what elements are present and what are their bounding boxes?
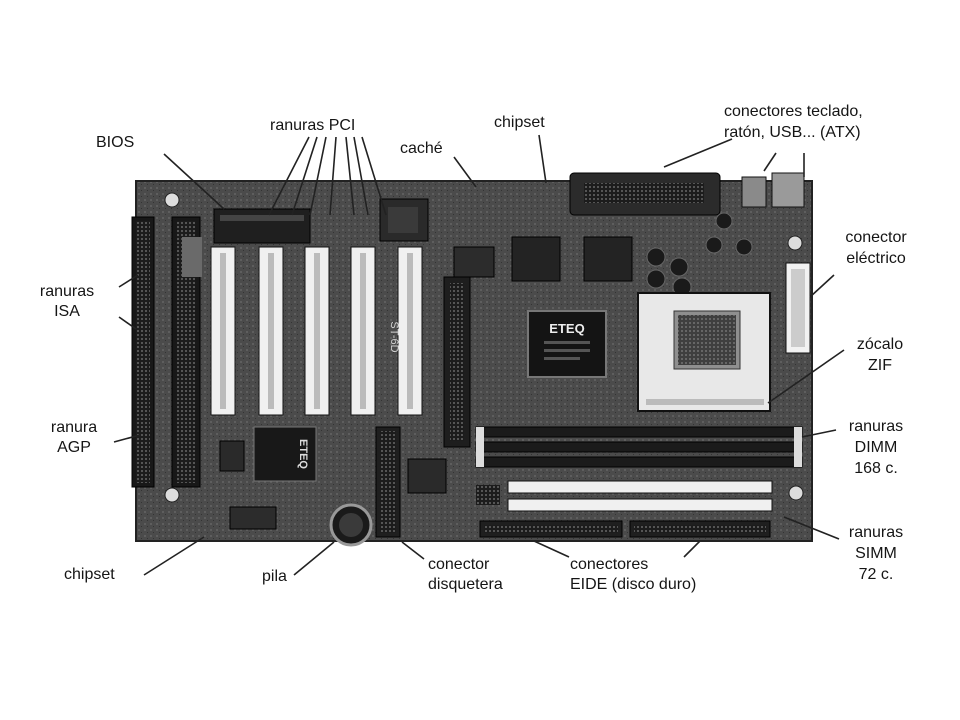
- usb-port: [771, 172, 805, 208]
- motherboard-illustration: ETEQ ETEQ ST-6D: [113, 134, 845, 576]
- label-floppy-line1: conector: [428, 556, 490, 573]
- label-agp-line1: ranura: [50, 419, 98, 436]
- small-chip: [583, 236, 633, 282]
- mount-hole: [164, 192, 180, 208]
- mount-hole: [788, 485, 804, 501]
- label-power-line1: conector: [845, 229, 907, 246]
- label-simm-line3: 72 c.: [858, 566, 894, 583]
- small-chip: [511, 236, 561, 282]
- label-agp-line2: AGP: [57, 439, 91, 456]
- mount-hole: [164, 487, 180, 503]
- small-chip: [407, 458, 447, 494]
- south-bridge-label: ETEQ: [297, 439, 309, 469]
- label-eide-line2: EIDE (disco duro): [570, 576, 697, 593]
- label-floppy-line2: disquetera: [428, 576, 503, 593]
- board-model-mark: ST-6D: [388, 321, 400, 352]
- leader-lines: [113, 134, 845, 576]
- north-bridge-label: ETEQ: [549, 321, 584, 336]
- agp-support: [182, 237, 202, 277]
- label-dimm-line2: DIMM: [854, 439, 898, 456]
- label-chipset-top: chipset: [494, 114, 545, 131]
- label-pci-slots: ranuras PCI: [270, 117, 356, 134]
- label-isa-line2: ISA: [54, 303, 80, 320]
- label-isa-line1: ranuras: [39, 283, 95, 300]
- label-simm-line2: SIMM: [855, 545, 897, 562]
- label-eide-line1: conectores: [570, 556, 649, 573]
- label-connectors-line2: ratón, USB... (ATX): [724, 124, 861, 141]
- dimm-slot: [475, 456, 803, 468]
- simm-slot: [507, 480, 773, 494]
- label-cache: caché: [400, 140, 443, 157]
- dimm-slot: [475, 441, 803, 453]
- label-dimm-line3: 168 c.: [854, 460, 898, 477]
- label-power-line2: eléctrico: [846, 250, 906, 267]
- small-chip: [229, 506, 277, 530]
- label-simm-line1: ranuras: [848, 524, 904, 541]
- ps2-port: [741, 176, 767, 208]
- mount-hole: [787, 235, 803, 251]
- small-chip: [219, 440, 245, 472]
- label-connectors-line1: conectores teclado,: [724, 103, 863, 120]
- label-zif-line2: ZIF: [868, 357, 892, 374]
- jumper-block: [476, 485, 500, 505]
- label-dimm-line1: ranuras: [848, 418, 904, 435]
- dimm-slot: [475, 426, 803, 438]
- bios-chip: [213, 208, 311, 244]
- simm-slot: [507, 498, 773, 512]
- label-bios: BIOS: [96, 134, 135, 151]
- south-bridge-chip: [253, 426, 317, 482]
- label-zif-line1: zócalo: [856, 336, 904, 353]
- label-chipset-bottom: chipset: [64, 566, 115, 583]
- label-battery: pila: [262, 568, 287, 585]
- motherboard-diagram: ETEQ ETEQ ST-6D: [24, 97, 930, 600]
- small-chip: [453, 246, 495, 278]
